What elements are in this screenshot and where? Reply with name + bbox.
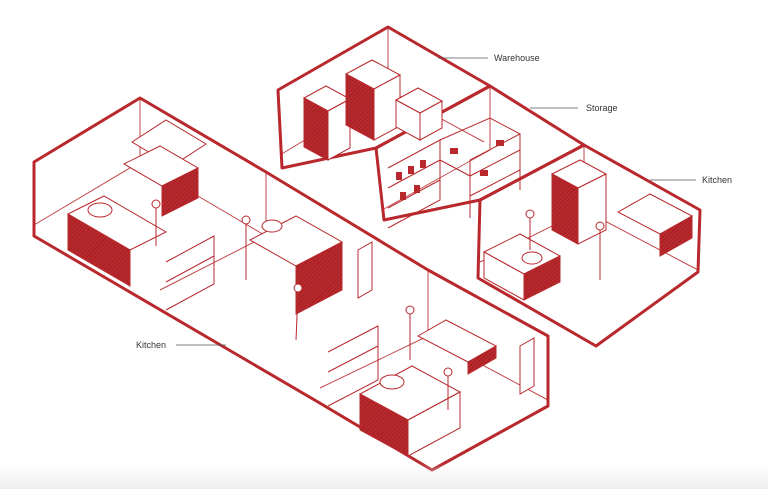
bottom-fade — [0, 463, 768, 489]
room-kitchen-left — [32, 96, 550, 472]
walking-woman-figure — [293, 283, 303, 341]
label-kitchen-right: Kitchen — [702, 175, 732, 185]
chef-figures — [151, 199, 605, 410]
label-storage: Storage — [586, 103, 618, 113]
warehouse-cabinets — [302, 59, 444, 161]
chef-figure — [443, 367, 453, 410]
chef-figure — [241, 215, 251, 280]
chef-figure — [151, 199, 161, 246]
chef-figure — [525, 209, 535, 250]
chef-figure — [595, 221, 605, 280]
label-warehouse: Warehouse — [494, 53, 540, 63]
chef-figure — [405, 305, 415, 360]
kitchen-right-equipment — [482, 159, 694, 301]
kitchen-left-equipment — [66, 119, 535, 457]
storage-boxes — [396, 140, 504, 200]
label-kitchen-left: Kitchen — [136, 340, 166, 350]
storage-shelves — [387, 117, 522, 229]
